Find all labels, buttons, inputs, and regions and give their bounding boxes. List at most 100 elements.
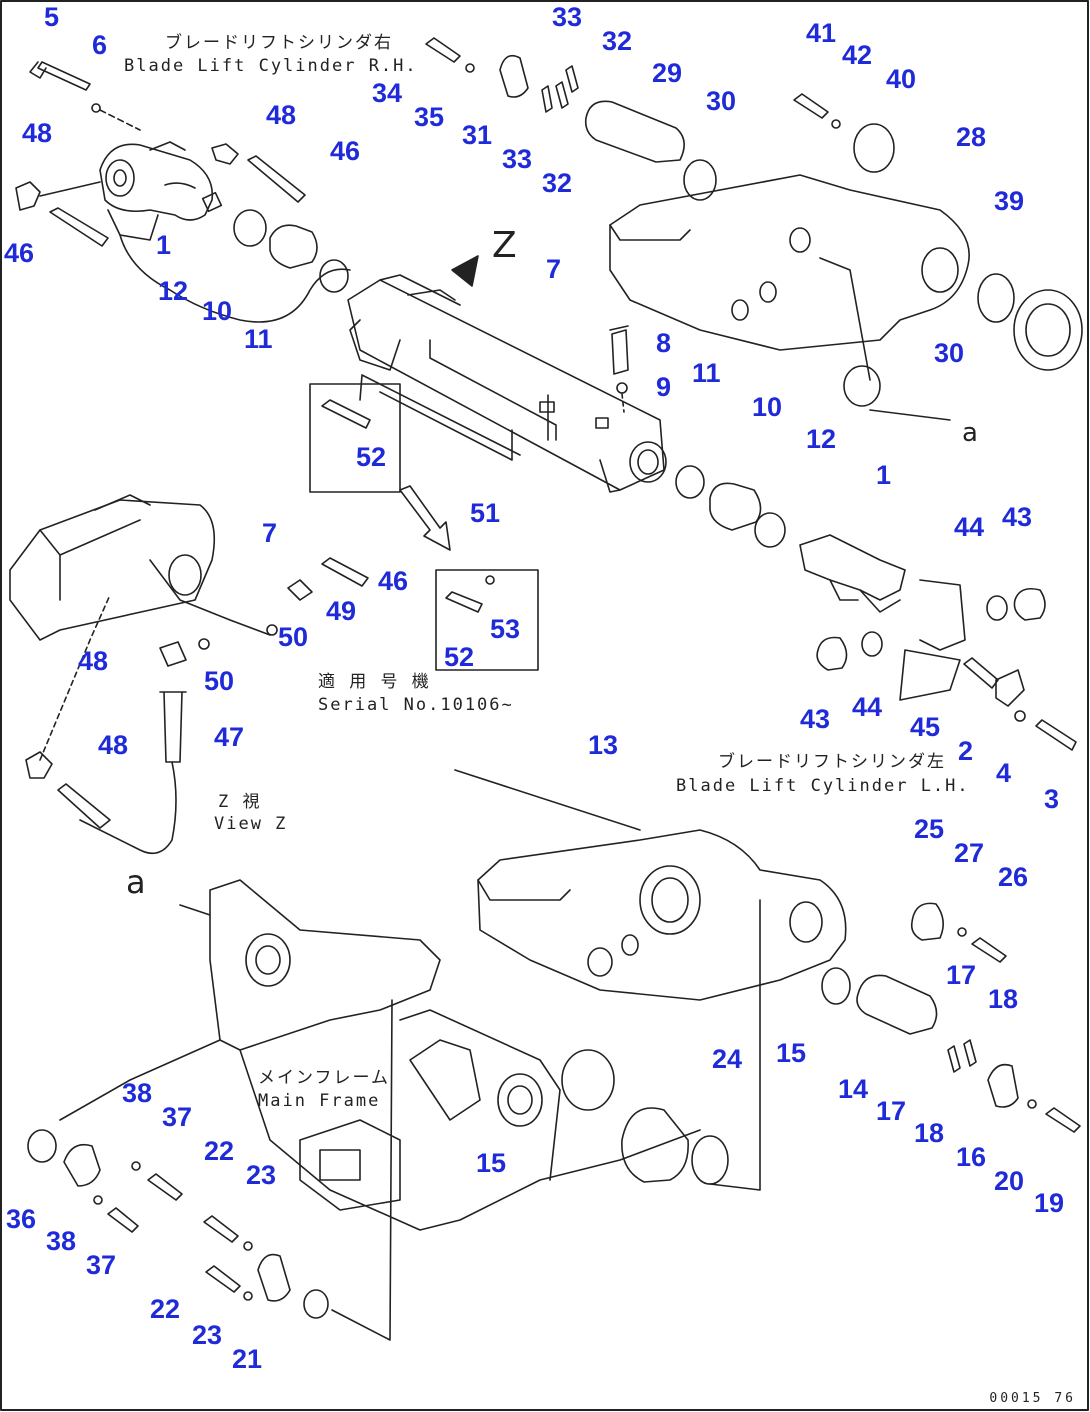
callout-50: 50: [278, 622, 309, 652]
callout-1: 1: [156, 230, 172, 260]
washer-38b: [93, 1195, 103, 1205]
view-letter: Z: [492, 225, 517, 266]
callout-12: 12: [158, 276, 189, 306]
ring-17: [947, 1045, 961, 1073]
pin-14: [856, 974, 938, 1035]
callout-31: 31: [462, 120, 493, 150]
bolt-46a: [49, 207, 109, 247]
left-cylinder-note-jp: ブレードリフトシリンダ左: [718, 752, 946, 772]
frame-bracket-28: [609, 174, 970, 351]
bushing-11a: [319, 259, 349, 293]
left-cylinder-note-en: Blade Lift Cylinder L.H.: [676, 776, 970, 796]
callout-15: 15: [776, 1038, 807, 1068]
callout-29: 29: [652, 58, 683, 88]
seal-12a: [233, 209, 267, 247]
callout-30: 30: [706, 86, 737, 116]
ref-a-top: a: [962, 418, 978, 448]
callout-16: 16: [956, 1142, 987, 1172]
bolt-26: [971, 937, 1007, 963]
bolt-37a: [147, 1173, 183, 1201]
bushing-43b: [816, 636, 848, 671]
callout-53: 53: [490, 614, 521, 644]
callout-38: 38: [122, 1078, 153, 1108]
view-arrow: [451, 255, 479, 287]
dashed-leader: [99, 109, 141, 131]
lock-plate-2: [995, 669, 1025, 707]
callout-7: 7: [546, 254, 562, 284]
callout-34: 34: [372, 78, 403, 108]
box-53: [435, 569, 539, 671]
bushing-11b: [675, 465, 705, 499]
callout-52: 52: [356, 442, 387, 472]
callout-44: 44: [852, 692, 883, 722]
bolt-45: [963, 657, 999, 689]
callout-17: 17: [876, 1096, 907, 1126]
callout-32: 32: [542, 168, 573, 198]
bushing-10a: [269, 224, 318, 269]
bolt-22a: [203, 1215, 239, 1243]
callout-1: 1: [876, 460, 892, 490]
callout-15: 15: [476, 1148, 507, 1178]
serial-note-jp: 適 用 号 機: [318, 672, 431, 692]
callout-36: 36: [6, 1204, 37, 1234]
right-cylinder-bracket: [99, 141, 223, 241]
callout-38: 38: [46, 1226, 77, 1256]
washer-6: [91, 103, 101, 113]
washer-27: [957, 927, 967, 937]
seal-44b: [861, 631, 883, 657]
bolt-22b: [205, 1265, 241, 1293]
callout-11: 11: [692, 358, 721, 388]
callout-7: 7: [262, 518, 278, 548]
callout-8: 8: [656, 328, 672, 358]
plate-51: [359, 374, 521, 461]
callout-32: 32: [602, 26, 633, 56]
bolt-37b: [107, 1207, 139, 1233]
callout-46: 46: [330, 136, 361, 166]
callout-37: 37: [162, 1102, 193, 1132]
callout-13: 13: [588, 730, 619, 760]
callout-40: 40: [886, 64, 917, 94]
pin-holder-16: [987, 1063, 1019, 1108]
callout-22: 22: [150, 1294, 181, 1324]
callout-10: 10: [202, 296, 233, 326]
ref-a-left: a: [126, 863, 146, 901]
callout-49: 49: [326, 596, 357, 626]
callout-5: 5: [44, 2, 60, 32]
drawing-code: 00015 76: [989, 1391, 1076, 1406]
bolt-8: [609, 325, 629, 375]
callout-26: 26: [998, 862, 1029, 892]
callout-21: 21: [232, 1344, 263, 1374]
main-frame: [209, 879, 701, 1231]
bolt-46b: [247, 155, 306, 203]
ring-33: [541, 85, 553, 113]
callout-2: 2: [958, 736, 974, 766]
seal-39: [977, 273, 1015, 323]
callout-25: 25: [914, 814, 945, 844]
callout-17: 17: [946, 960, 977, 990]
frame-member-7: [347, 274, 667, 493]
ring-18: [963, 1039, 977, 1067]
ring-32: [555, 81, 569, 109]
bolt-3: [1035, 719, 1077, 751]
fitting-48b: [211, 143, 239, 165]
callout-50: 50: [204, 666, 235, 696]
callout-20: 20: [994, 1166, 1025, 1196]
view-z-note-en: View Z: [214, 814, 288, 834]
bushing-10b: [709, 482, 762, 531]
pin-holder-31: [499, 54, 529, 98]
callout-22: 22: [204, 1136, 235, 1166]
bushing-36a: [27, 1129, 57, 1163]
bushing-15a: [821, 967, 851, 1005]
callout-4: 4: [996, 758, 1012, 788]
callout-10: 10: [752, 392, 783, 422]
seal-44a: [986, 595, 1008, 621]
seal-12b: [754, 512, 786, 548]
callout-35: 35: [414, 102, 445, 132]
bushing-30a: [683, 159, 717, 201]
plate-40: [853, 123, 895, 173]
callout-44: 44: [954, 512, 985, 542]
callout-12: 12: [806, 424, 837, 454]
